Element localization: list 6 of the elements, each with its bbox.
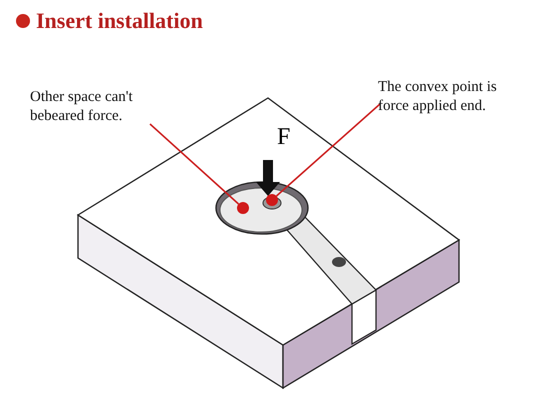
title: Insert installation (36, 8, 203, 34)
leader-line (276, 103, 381, 197)
callout-text: Other space can't bebeared force. (30, 88, 165, 126)
callout-text: The convex point is force applied end. (378, 78, 528, 116)
force-label: F (277, 124, 290, 151)
leader-line (149, 123, 240, 205)
